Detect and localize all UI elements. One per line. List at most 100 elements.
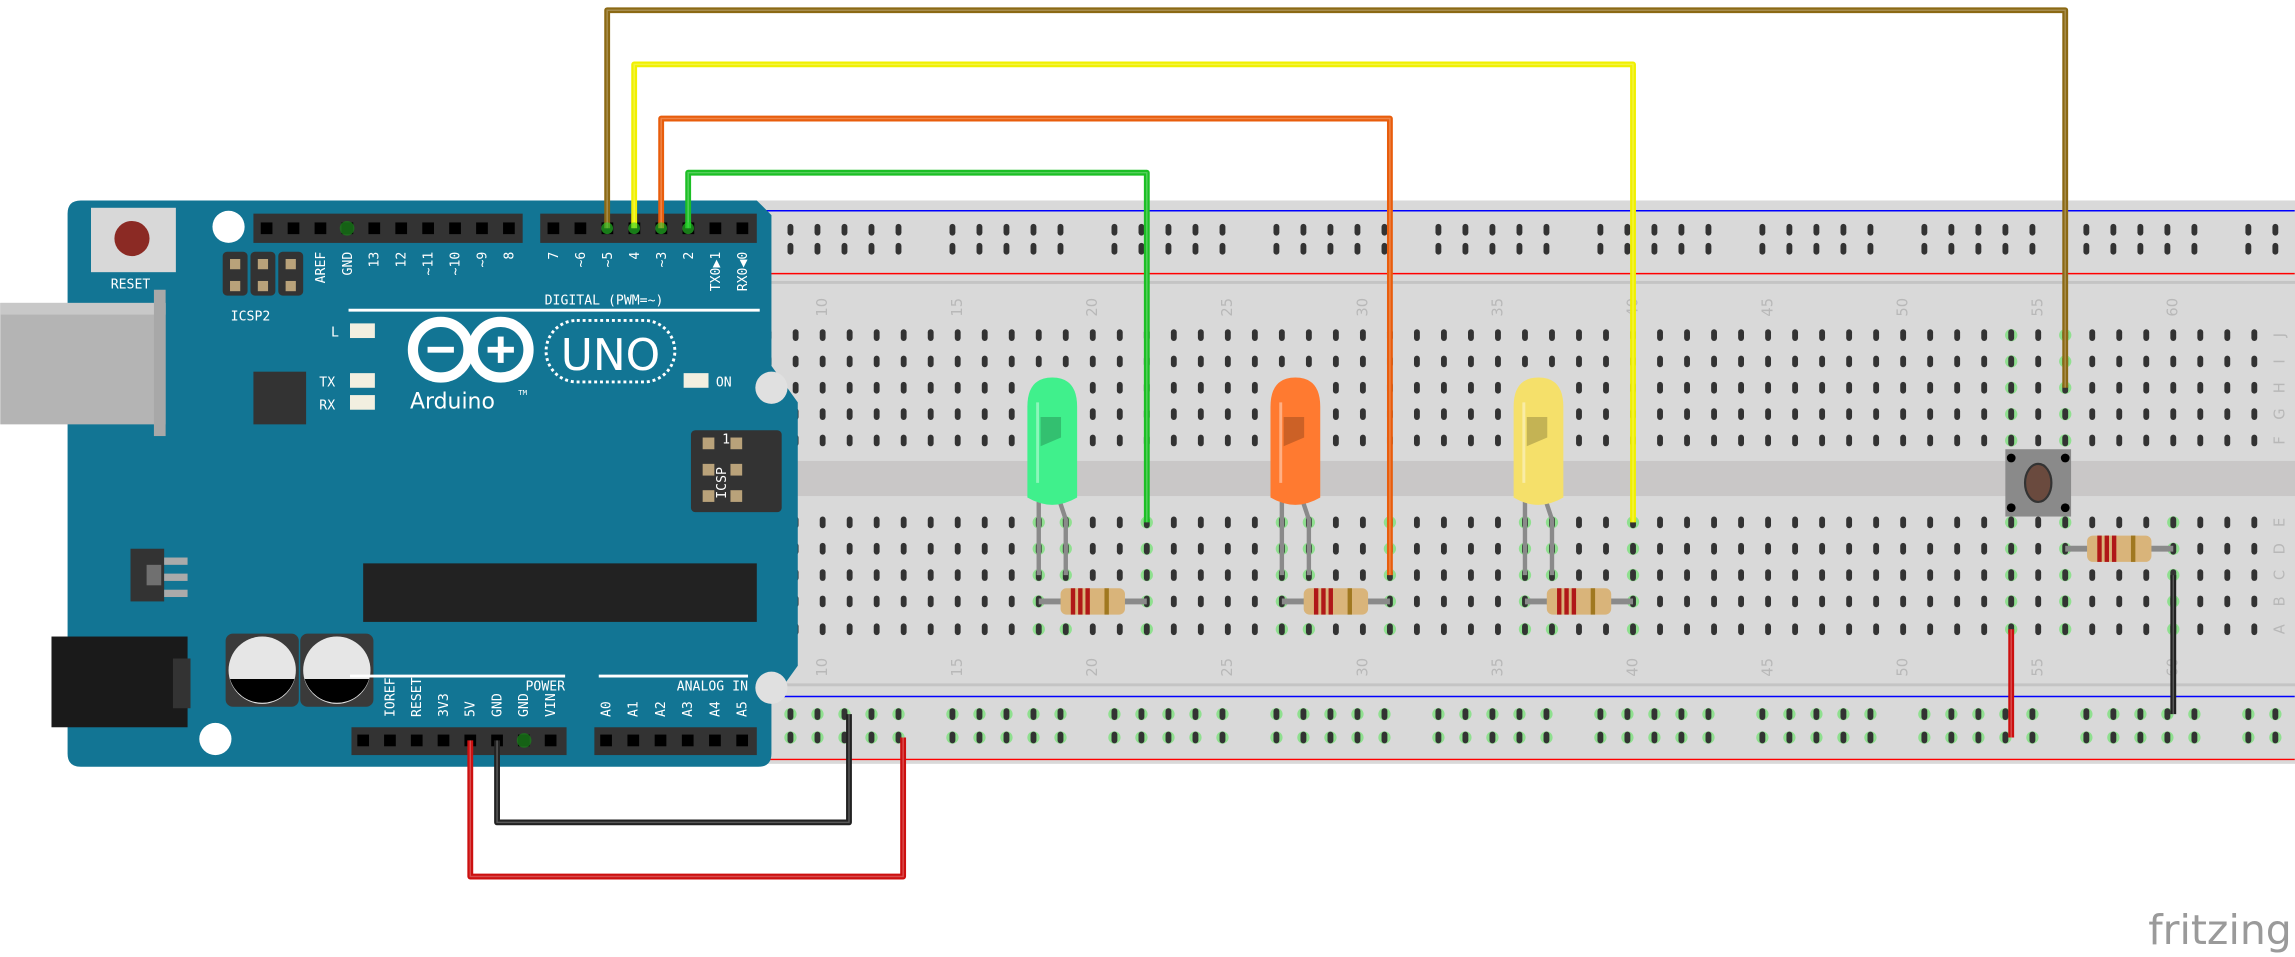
rail-hole[interactable] [1030,223,1037,236]
hole[interactable] [927,516,934,529]
hole[interactable] [1819,408,1826,420]
hole[interactable] [819,329,826,341]
hole[interactable] [2197,569,2204,581]
rail-hole[interactable] [1219,223,1226,236]
hole[interactable] [1954,516,1961,529]
hole[interactable] [873,569,880,581]
rail-hole[interactable] [1975,223,1982,236]
rail-hole[interactable] [1921,731,1928,744]
hole[interactable] [1008,542,1015,555]
hole[interactable] [1359,408,1366,420]
hole[interactable] [1711,516,1717,529]
hole[interactable] [1116,355,1123,368]
rail-hole[interactable] [2083,731,2090,744]
rail-hole[interactable] [1489,242,1496,255]
rail-hole[interactable] [1867,708,1874,720]
hole[interactable] [1819,381,1826,394]
hole[interactable] [927,329,934,341]
header-left-pin[interactable] [395,222,408,235]
hole[interactable] [954,569,961,581]
hole[interactable] [954,329,961,341]
hole[interactable] [2062,595,2069,608]
hole[interactable] [1495,623,1501,636]
hole[interactable] [2170,408,2177,420]
rail-hole[interactable] [1057,242,1064,255]
rail-hole[interactable] [2164,223,2171,236]
hole[interactable] [1873,329,1880,341]
hole[interactable] [1143,569,1150,581]
hole[interactable] [1981,329,1988,341]
hole[interactable] [1684,595,1690,608]
hole[interactable] [1711,355,1717,368]
analog-pin[interactable] [681,734,694,747]
hole[interactable] [1251,408,1258,420]
rail-hole[interactable] [1462,223,1469,236]
hole[interactable] [846,434,853,447]
hole[interactable] [1549,355,1555,368]
hole[interactable] [1008,408,1015,420]
hole[interactable] [1359,355,1366,368]
hole[interactable] [900,408,907,420]
hole[interactable] [1062,355,1069,368]
hole[interactable] [1927,542,1934,555]
hole[interactable] [1927,329,1934,341]
rail-hole[interactable] [841,708,848,720]
hole[interactable] [1116,329,1123,341]
hole[interactable] [1224,623,1231,636]
rail-hole[interactable] [1624,242,1631,255]
hole[interactable] [1873,542,1880,555]
rail-hole[interactable] [1759,242,1766,255]
hole[interactable] [2143,595,2150,608]
rail-hole[interactable] [787,223,794,236]
hole[interactable] [1576,408,1582,420]
hole[interactable] [1441,623,1447,636]
header-left-pin[interactable] [503,222,515,235]
rail-hole[interactable] [1192,223,1199,236]
hole[interactable] [1224,542,1231,555]
hole[interactable] [2089,623,2096,636]
hole[interactable] [1711,623,1717,636]
rail-hole[interactable] [787,242,794,255]
rail-hole[interactable] [1003,731,1010,744]
rail-hole[interactable] [868,223,875,236]
hole[interactable] [1495,329,1501,341]
rail-hole[interactable] [895,223,902,236]
hole[interactable] [1900,516,1907,529]
hole[interactable] [1792,408,1799,420]
hole[interactable] [2062,408,2069,420]
hole[interactable] [1603,329,1609,341]
hole[interactable] [1197,329,1204,341]
rail-hole[interactable] [868,731,875,744]
hole[interactable] [1819,542,1826,555]
rail-hole[interactable] [2164,731,2171,744]
rail-hole[interactable] [1597,708,1604,720]
hole[interactable] [1441,516,1447,529]
rail-hole[interactable] [1867,223,1874,236]
hole[interactable] [1089,408,1096,420]
hole[interactable] [1035,355,1042,368]
hole[interactable] [2089,408,2096,420]
hole[interactable] [1251,516,1258,529]
hole[interactable] [2143,434,2150,447]
rail-hole[interactable] [1057,223,1064,236]
rail-hole[interactable] [1030,731,1037,744]
header-digital-pin[interactable] [736,222,749,235]
hole[interactable] [2035,623,2042,636]
rail-hole[interactable] [2164,708,2171,720]
hole[interactable] [981,569,988,581]
hole[interactable] [2089,355,2096,368]
hole[interactable] [1413,355,1420,368]
hole[interactable] [1197,516,1204,529]
rail-hole[interactable] [2137,708,2144,720]
hole[interactable] [1927,516,1934,529]
rail-hole[interactable] [1138,223,1145,236]
hole[interactable] [1900,542,1907,555]
rail-hole[interactable] [2002,242,2009,255]
hole[interactable] [1089,569,1096,581]
hole[interactable] [1873,355,1880,368]
hole[interactable] [1765,381,1772,394]
hole[interactable] [954,623,961,636]
hole[interactable] [1522,329,1528,341]
hole[interactable] [954,408,961,420]
hole[interactable] [1981,434,1988,447]
